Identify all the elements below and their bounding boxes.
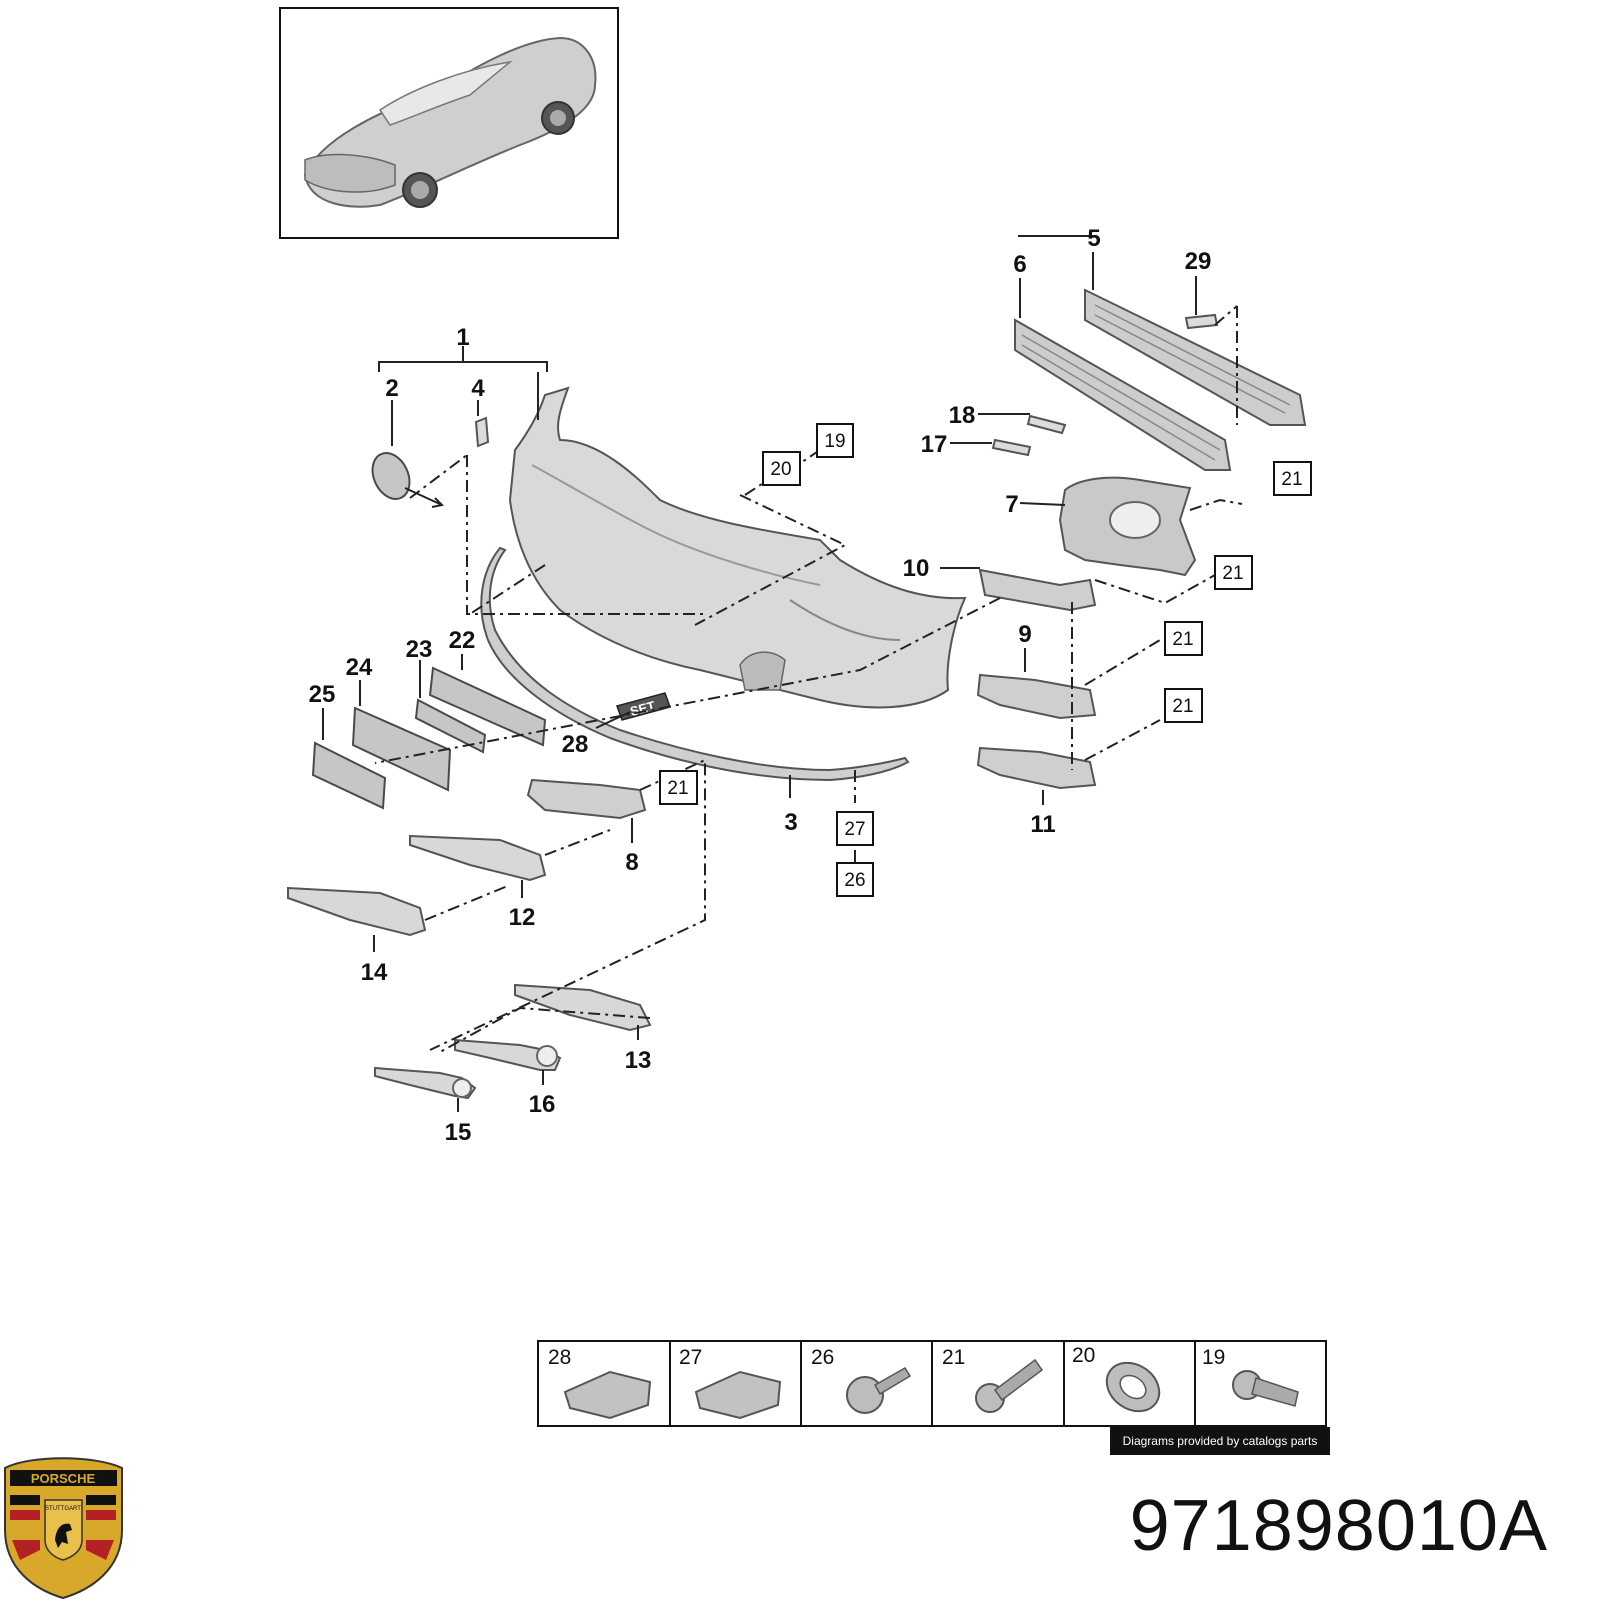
callout-9: 9: [1018, 621, 1031, 648]
boxed-reference-21: 21: [1214, 555, 1253, 590]
part-25-plate: [311, 741, 387, 810]
svg-text:21: 21: [667, 778, 688, 799]
svg-text:19: 19: [1202, 1346, 1225, 1369]
svg-text:21: 21: [942, 1346, 965, 1369]
part-22-plate: [428, 666, 547, 747]
boxed-reference-20: 20: [762, 451, 801, 486]
part-24-plate: [351, 706, 452, 792]
fastener-cell-19: 19: [1202, 1346, 1299, 1407]
callout-16: 16: [529, 1091, 556, 1118]
callout-10: 10: [903, 555, 930, 582]
boxed-reference-21: 21: [1164, 621, 1203, 656]
part-9-air-duct: [976, 673, 1097, 720]
part-16-fog-bezel: [454, 1038, 562, 1071]
part-1-bumper-cover: [508, 386, 967, 709]
part-13-trim: [514, 983, 652, 1032]
boxed-reference-27: 27: [836, 811, 874, 846]
callout-24: 24: [346, 654, 373, 681]
callout-13: 13: [625, 1047, 652, 1074]
svg-text:STUTTGART: STUTTGART: [45, 1506, 81, 1512]
boxed-reference-21: 21: [659, 770, 698, 805]
part-28-set-tag: SET: [616, 692, 671, 721]
fastener-cell-20: 20: [1072, 1344, 1161, 1413]
callout-8: 8: [625, 849, 638, 876]
svg-text:27: 27: [679, 1346, 702, 1369]
part-6-grille: [1014, 318, 1232, 471]
vehicle-overview-inset: [279, 7, 619, 239]
part-14-trim: [287, 886, 427, 937]
part-2-tow-eye-cover: [371, 452, 445, 508]
part-number: 971898010A: [1129, 1486, 1548, 1566]
callout-15: 15: [445, 1119, 472, 1146]
callout-numbers: 1 2 3 4 5 6 7 8 9 10 11 12 13 14 15 16 1…: [309, 225, 1212, 1146]
svg-text:26: 26: [844, 870, 865, 891]
part-17-18-brackets: [991, 414, 1067, 457]
callout-12: 12: [509, 904, 536, 931]
boxed-reference-19: 19: [816, 423, 854, 458]
part-7-carrier: [1058, 476, 1197, 577]
boxed-reference-21: 21: [1273, 461, 1312, 496]
callout-6: 6: [1013, 251, 1026, 278]
callout-11: 11: [1030, 811, 1055, 838]
diagram-credit: Diagrams provided by catalogs parts: [1110, 1427, 1330, 1455]
callout-25: 25: [309, 681, 336, 708]
part-23-plate: [414, 698, 487, 754]
svg-text:20: 20: [770, 459, 791, 480]
part-8-grille: [526, 778, 647, 820]
part-5-upper-grille: [1084, 288, 1307, 426]
part-10-air-duct: [978, 568, 1097, 612]
callout-23: 23: [406, 636, 433, 663]
callout-14: 14: [361, 959, 388, 986]
callout-22: 22: [449, 627, 476, 654]
part-11-air-duct: [976, 746, 1097, 790]
svg-text:21: 21: [1281, 469, 1302, 490]
fastener-table: 28 27 26 21 20 19: [537, 1340, 1327, 1427]
svg-text:26: 26: [811, 1346, 834, 1369]
callout-2: 2: [385, 375, 398, 402]
fastener-cell-27: 27: [679, 1346, 782, 1420]
fastener-cell-28: 28: [548, 1346, 652, 1420]
callout-7: 7: [1005, 491, 1018, 518]
part-29-clip: [1184, 313, 1219, 330]
callout-1: 1: [456, 324, 469, 351]
svg-text:21: 21: [1172, 696, 1193, 717]
svg-text:21: 21: [1222, 563, 1243, 584]
callout-28: 28: [562, 731, 589, 758]
fastener-cell-21: 21: [942, 1346, 1044, 1413]
boxed-reference-21: 21: [1164, 688, 1203, 723]
part-15-fog-bezel: [374, 1066, 477, 1100]
boxed-reference-26: 26: [836, 862, 874, 897]
part-4-clip: [474, 416, 490, 448]
svg-text:PORSCHE: PORSCHE: [31, 1471, 96, 1486]
svg-text:20: 20: [1072, 1344, 1095, 1367]
callout-4: 4: [471, 375, 485, 402]
svg-text:21: 21: [1172, 629, 1193, 650]
callout-3: 3: [784, 809, 797, 836]
part-12-trim: [409, 834, 547, 882]
porsche-crest-logo: PORSCHE STUTTGART: [4, 1457, 123, 1600]
callout-29: 29: [1185, 248, 1212, 275]
callout-5: 5: [1087, 225, 1100, 252]
svg-text:19: 19: [824, 431, 845, 452]
svg-text:27: 27: [844, 819, 865, 840]
fastener-cell-26: 26: [811, 1346, 912, 1414]
svg-text:28: 28: [548, 1346, 571, 1369]
callout-18: 18: [949, 402, 976, 429]
callout-17: 17: [921, 431, 948, 458]
